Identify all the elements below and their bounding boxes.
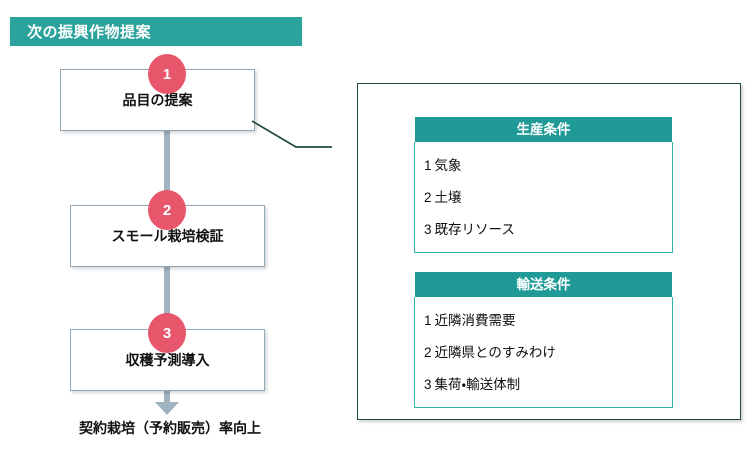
row-text: 土壌 xyxy=(434,190,462,205)
callout-connector-line xyxy=(251,120,332,148)
slide-title-text: 次の振興作物提案 xyxy=(27,24,152,41)
row-text: 気象 xyxy=(434,158,462,173)
conditions-table-header-production: 生産条件 xyxy=(415,117,672,142)
slide-title-banner: 次の振興作物提案 xyxy=(10,17,302,46)
row-index: 3 xyxy=(424,377,432,392)
row-index: 2 xyxy=(424,190,432,205)
row-text: 集荷・輸送体制 xyxy=(434,377,521,392)
row-index: 2 xyxy=(424,345,432,360)
flow-step-label-1: 品目の提案 xyxy=(122,92,193,108)
step-number-badge-1: 1 xyxy=(148,54,186,94)
step-number-text-3: 3 xyxy=(162,324,172,342)
flow-connector-1-2 xyxy=(164,128,170,211)
step-number-text-2: 2 xyxy=(162,201,172,219)
row-text: 近隣県とのすみわけ xyxy=(434,345,556,360)
step-number-text-1: 1 xyxy=(162,65,172,83)
step-number-badge-2: 2 xyxy=(148,190,186,230)
flow-connector-3-outcome xyxy=(164,391,170,405)
flow-arrow-down-icon xyxy=(155,402,179,415)
conditions-table-header-transport: 輸送条件 xyxy=(415,272,672,297)
row-index: 1 xyxy=(424,313,432,328)
flow-step-label-2: スモール栽培検証 xyxy=(111,228,224,244)
flow-step-label-3: 収穫予測導入 xyxy=(125,352,210,368)
row-text: 既存リソース xyxy=(434,222,515,237)
step-number-badge-3: 3 xyxy=(148,313,186,353)
flow-connector-2-3 xyxy=(164,264,170,332)
row-index: 1 xyxy=(424,158,432,173)
row-text: 近隣消費需要 xyxy=(434,313,516,328)
flow-outcome-text: 契約栽培（予約販売）率向上 xyxy=(79,420,261,436)
flow-step-box-3[interactable]: 収穫予測導入 xyxy=(70,329,265,391)
row-index: 3 xyxy=(424,222,432,237)
